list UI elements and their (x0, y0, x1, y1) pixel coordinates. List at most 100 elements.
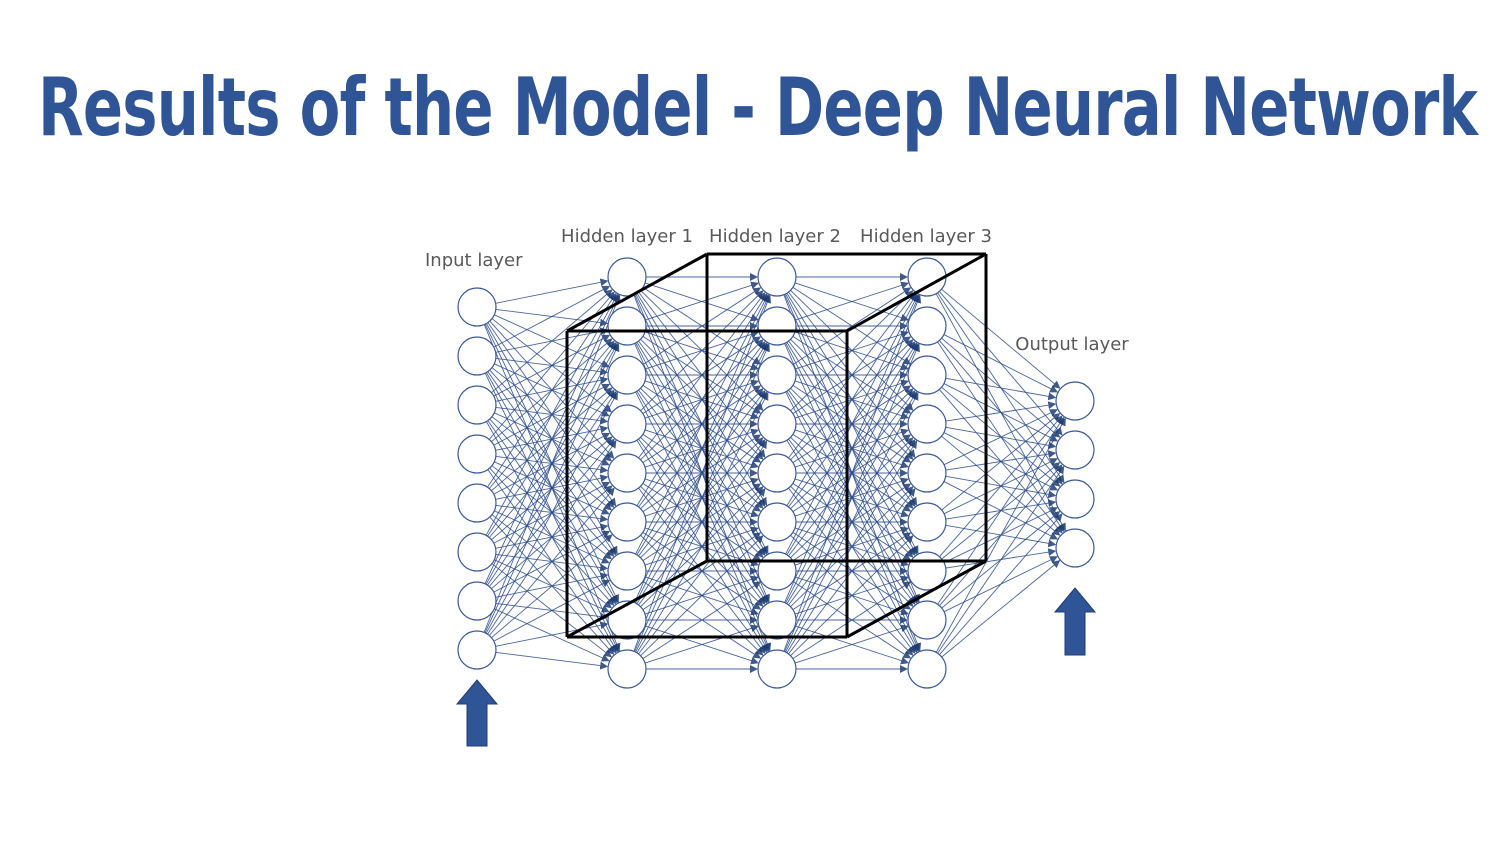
edge-l1-8-to-l2-2 (635, 391, 769, 653)
node-layer1-2 (607, 355, 647, 395)
edge-l0-7-to-l1-4 (488, 487, 615, 636)
node-layer4-2 (1055, 479, 1095, 519)
node-layer0-5 (457, 532, 497, 572)
node-layer0-2 (457, 385, 497, 425)
edge-l3-8-to-l4-3 (941, 560, 1061, 658)
edge-l2-7-to-l3-0 (784, 294, 920, 603)
node-layer3-3 (907, 404, 947, 444)
network-nodes (457, 257, 1095, 689)
edge-l0-0-to-l1-0 (495, 278, 609, 304)
hidden-layers-cube-outline (565, 252, 988, 639)
edge-l0-7-to-l1-1 (484, 343, 620, 633)
node-layer3-7 (907, 600, 947, 640)
edge-l3-8-to-l4-0 (935, 417, 1066, 653)
edge-l2-5-to-l3-0 (786, 293, 918, 507)
edge-l1-5-to-l2-0 (636, 293, 768, 507)
node-layer1-0 (607, 257, 647, 297)
output-up-arrow-icon (1053, 587, 1097, 656)
node-layer3-5 (907, 502, 947, 542)
edge-l0-7-to-l1-3 (487, 439, 617, 635)
cube-edge-depth-0 (566, 252, 708, 333)
input-up-arrow-icon (455, 679, 499, 747)
edge-l2-8-to-l3-4 (788, 488, 916, 655)
node-layer2-8 (757, 649, 797, 689)
node-layer4-1 (1055, 430, 1095, 470)
edge-l3-2-to-l4-0 (945, 377, 1057, 401)
node-layer2-0 (757, 257, 797, 297)
edge-l2-2-to-l3-0 (792, 287, 912, 365)
node-layer3-0 (907, 257, 947, 297)
edge-l3-1-to-l4-0 (943, 334, 1059, 393)
edge-l3-0-to-l4-0 (941, 288, 1061, 389)
node-layer2-5 (757, 502, 797, 542)
edge-l0-2-to-l1-0 (491, 289, 613, 394)
edge-l3-3-to-l4-0 (945, 401, 1057, 422)
node-layer3-2 (907, 355, 947, 395)
node-layer0-0 (457, 287, 497, 327)
layer-label-1: Hidden layer 1 (561, 226, 693, 247)
layer-label-4: Output layer (1015, 334, 1129, 355)
node-layer1-8 (607, 649, 647, 689)
edge-l2-8-to-l3-3 (786, 440, 918, 654)
node-layer4-0 (1055, 381, 1095, 421)
node-layer2-7 (757, 600, 797, 640)
connection-edges (483, 273, 1066, 673)
node-layer1-5 (607, 502, 647, 542)
node-layer2-6 (757, 551, 797, 591)
input-output-arrows (455, 587, 1097, 747)
edge-l3-7-to-l4-0 (937, 416, 1065, 605)
edge-l0-7-to-l1-2 (485, 391, 618, 634)
edge-l2-8-to-l3-6 (792, 581, 912, 659)
edge-l2-8-to-l3-7 (794, 624, 909, 664)
edge-l1-8-to-l2-0 (633, 294, 772, 652)
node-layer2-3 (757, 404, 797, 444)
edge-l0-1-to-l1-0 (493, 285, 611, 348)
edge-l3-5-to-l4-0 (941, 413, 1061, 511)
node-layer2-2 (757, 355, 797, 395)
edge-l1-8-to-l2-6 (642, 581, 762, 659)
layer-label-2: Hidden layer 2 (709, 226, 841, 247)
node-layer1-6 (607, 551, 647, 591)
edge-l3-6-to-l4-0 (939, 415, 1063, 557)
layer-label-0: Input layer (425, 250, 523, 271)
edge-l0-7-to-l1-6 (493, 579, 611, 642)
edge-l1-8-to-l2-4 (638, 488, 766, 655)
node-layer1-3 (607, 404, 647, 444)
cube-edge-depth-1 (846, 252, 987, 333)
edge-l2-8-to-l3-0 (783, 294, 922, 652)
node-layer1-4 (607, 453, 647, 493)
edge-l2-4-to-l3-0 (788, 292, 916, 459)
edge-l0-4-to-l1-0 (487, 292, 617, 488)
node-layer0-6 (457, 581, 497, 621)
edge-l3-4-to-l4-0 (943, 409, 1058, 466)
edge-l0-7-to-l1-8 (495, 651, 609, 670)
node-layer0-4 (457, 483, 497, 523)
edge-l3-8-to-l4-2 (939, 513, 1063, 655)
edge-l1-1-to-l2-0 (644, 281, 759, 321)
edge-l2-6-to-l3-0 (785, 293, 919, 555)
edge-l2-8-to-l3-2 (785, 391, 919, 653)
edge-l0-7-to-l1-0 (483, 294, 621, 633)
node-layer3-8 (907, 649, 947, 689)
node-layer1-1 (607, 306, 647, 346)
edge-l0-7-to-l1-5 (491, 534, 613, 639)
edge-l2-3-to-l3-0 (790, 290, 914, 412)
node-layer2-1 (757, 306, 797, 346)
edge-l1-7-to-l2-0 (634, 294, 770, 603)
edge-l0-5-to-l1-0 (485, 293, 618, 536)
edge-l0-7-to-l1-7 (495, 621, 609, 647)
node-layer4-3 (1055, 528, 1095, 568)
node-layer3-1 (907, 306, 947, 346)
cube-edge-depth-2 (846, 559, 987, 639)
edge-l1-8-to-l2-3 (636, 440, 768, 654)
edge-l1-4-to-l2-0 (638, 292, 766, 459)
edge-l2-1-to-l3-0 (794, 281, 909, 321)
edge-l1-3-to-l2-0 (640, 290, 764, 412)
edge-l0-6-to-l1-0 (484, 294, 620, 584)
edge-l1-6-to-l2-0 (635, 293, 769, 555)
node-layer1-7 (607, 600, 647, 640)
slide-title: Results of the Model - Deep Neural Netwo… (38, 61, 1478, 154)
edge-l1-2-to-l2-0 (642, 287, 762, 365)
